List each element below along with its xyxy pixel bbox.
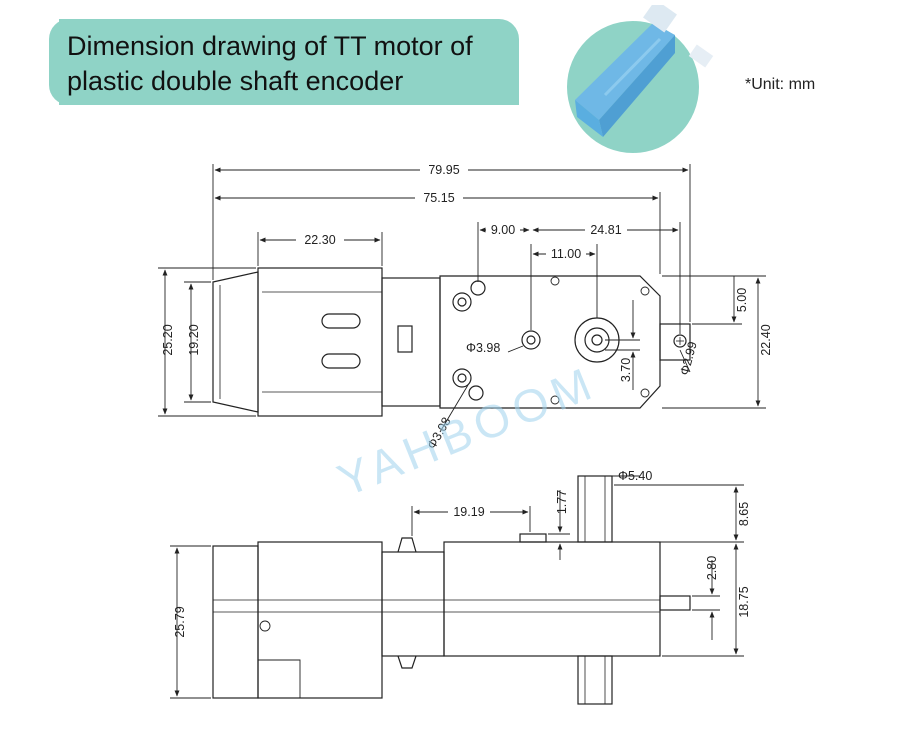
dim-hole-offset: 9.00 xyxy=(491,223,515,237)
dim-motor-height: 25.20 xyxy=(161,324,175,355)
side-shaft-top xyxy=(577,475,613,543)
motor-slot-top xyxy=(321,313,361,329)
title-banner: Dimension drawing of TT motor of plastic… xyxy=(49,19,519,105)
dim-motor-inner-height: 19.20 xyxy=(187,324,201,355)
side-end-cap xyxy=(212,545,259,699)
unit-note: *Unit: mm xyxy=(745,76,816,93)
dim-boss-height: 1.77 xyxy=(555,490,569,514)
dim-motor-can-length: 22.30 xyxy=(304,233,335,247)
gearbox-hole-bottom xyxy=(452,368,472,388)
side-tab xyxy=(659,595,691,611)
motor-slot-bottom xyxy=(321,353,361,369)
dim-length-to-tab: 75.15 xyxy=(423,191,454,205)
mounting-tab xyxy=(659,323,691,361)
motor-photo xyxy=(567,5,714,153)
gearbox-housing xyxy=(439,275,661,409)
dim-tab-hole-diameter: Φ2.99 xyxy=(677,340,699,377)
watermark: YAHBOOM xyxy=(330,356,603,507)
dim-gearbox-height: 22.40 xyxy=(759,324,773,355)
dim-center-height: 18.75 xyxy=(737,586,751,617)
dim-center-hole-diameter: Φ3.98 xyxy=(466,341,500,355)
side-boss xyxy=(519,533,547,543)
side-view xyxy=(212,475,691,705)
neck-window xyxy=(397,325,413,353)
side-motor-can xyxy=(257,541,383,699)
dim-shaft-to-hole: 11.00 xyxy=(551,247,581,261)
page-title: Dimension drawing of TT motor of plastic… xyxy=(67,31,473,96)
dim-boss-offset: 19.19 xyxy=(453,505,484,519)
center-hole xyxy=(521,330,541,350)
side-view-labels: Φ5.40 19.19 1.77 8.65 2.80 18.75 25.79 xyxy=(173,469,751,638)
dim-shaft-extension: 8.65 xyxy=(737,502,751,526)
blue-motor-illustration xyxy=(575,5,714,137)
side-gearbox xyxy=(443,541,661,657)
motor-can xyxy=(257,267,383,417)
top-view xyxy=(212,267,691,417)
gearbox-hole-top xyxy=(452,292,472,312)
side-shaft-bottom xyxy=(577,655,613,705)
dim-shaft-diameter: Φ5.40 xyxy=(618,469,652,483)
dim-tab-thickness: 2.80 xyxy=(705,556,719,580)
dim-tab-hole-offset: 5.00 xyxy=(735,288,749,312)
dim-overall-height: 25.79 xyxy=(173,606,187,637)
dim-shaft-offset: 3.70 xyxy=(619,358,633,382)
dim-overall-length: 79.95 xyxy=(428,163,459,177)
dim-shaft-to-tab: 24.81 xyxy=(590,223,621,237)
